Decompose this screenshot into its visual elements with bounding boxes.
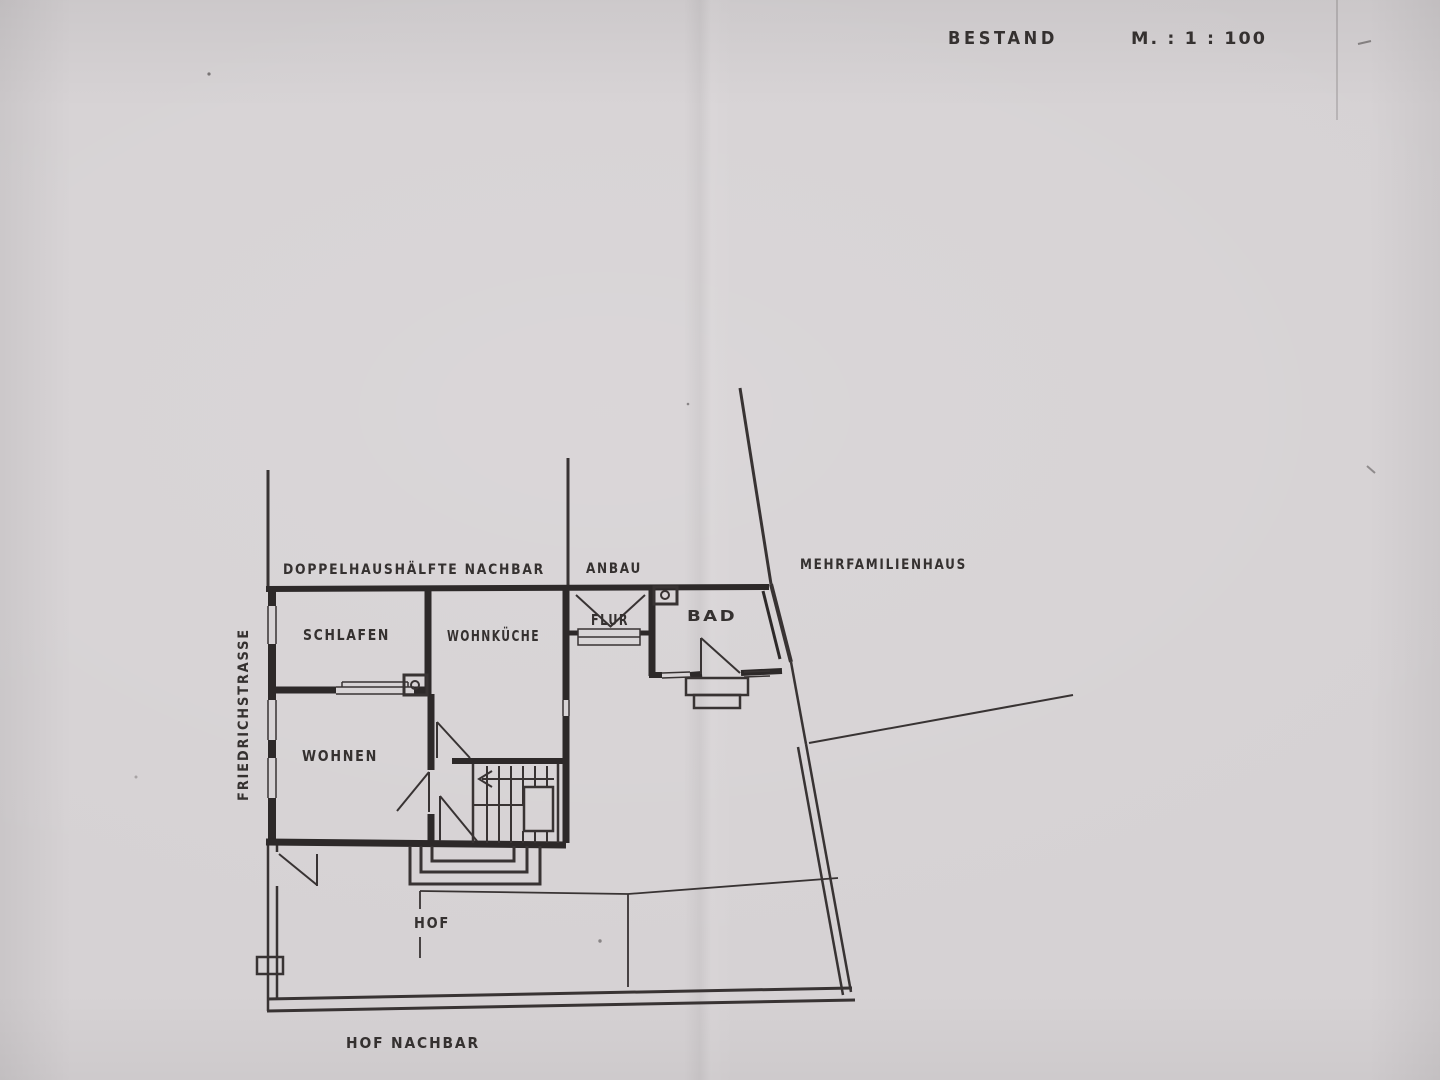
speck-6	[134, 775, 138, 779]
courtyard-east-wall-inner	[796, 746, 845, 996]
label-room-wohnen: WOHNEN	[302, 747, 378, 765]
label-courtyard-neighbor: HOF NACHBAR	[346, 1034, 480, 1052]
apartment-building-wall-line	[808, 694, 1074, 744]
entrance-step-middle	[419, 846, 529, 874]
hof-line-left	[419, 890, 629, 895]
windows	[267, 606, 771, 798]
bad-entry-steps	[684, 676, 750, 710]
label-apartment-building: MEHRFAMILIENHAUS	[800, 557, 967, 573]
plan-labels: BESTAND M. : 1 : 100 DOPPELHAUSHÄLFTE NA…	[236, 28, 1267, 1052]
label-room-flur: FLUR	[591, 611, 629, 629]
flur-door-right	[609, 594, 646, 628]
door-swings	[278, 594, 741, 886]
label-courtyard: HOF	[414, 914, 450, 932]
bad-step-outer	[684, 676, 750, 697]
bad-door-swing	[700, 637, 741, 674]
wohnen-door-swing	[396, 771, 430, 812]
courtyard-south-fence-inner	[266, 998, 856, 1013]
scan-artifacts	[134, 0, 1376, 943]
speck-5	[598, 939, 602, 943]
bad-slanted-inner-wall	[761, 590, 782, 660]
bad-window-right-a	[743, 670, 771, 673]
apartment-building-boundary	[738, 387, 773, 585]
schlafen-fixture-box	[402, 673, 429, 697]
stair-direction-arrowhead	[477, 770, 493, 788]
label-annex: ANBAU	[586, 561, 642, 577]
label-room-wohnkueche: WOHNKÜCHE	[447, 626, 540, 645]
south-house-wall	[265, 838, 567, 849]
speck-4	[686, 402, 690, 406]
entrance-step-inner	[430, 846, 516, 863]
staircase	[471, 764, 560, 843]
courtyard-east-wall-outer	[804, 743, 853, 993]
schlafen-fixture-circle-icon	[410, 680, 420, 690]
entrance-step-outer	[408, 846, 542, 886]
bad-window-left-a	[661, 671, 691, 674]
entrance-door-swing	[439, 795, 478, 842]
label-room-bad: BAD	[687, 607, 737, 625]
gate-post-foundation	[255, 955, 285, 976]
kitchen-hall-door-swing	[436, 721, 471, 759]
label-room-schlafen: SCHLAFEN	[303, 626, 390, 644]
drawing-title: BESTAND	[948, 28, 1058, 49]
stair-treads-upper	[486, 766, 548, 805]
courtyard-south-fence-outer	[266, 986, 853, 1001]
label-neighbor-house: DOPPELHAUSHÄLFTE NACHBAR	[283, 561, 545, 578]
flur-door-left	[575, 594, 612, 628]
hof-line-right	[627, 877, 839, 895]
stair-treads-lower	[486, 805, 548, 843]
speck-2	[1357, 40, 1372, 45]
boundary-below-bad	[789, 661, 808, 745]
label-street: FRIEDRICHSTRASSE	[236, 628, 252, 801]
north-party-wall	[265, 584, 770, 592]
courtyard-lines	[419, 877, 839, 987]
fixtures	[402, 585, 679, 697]
bad-step-inner	[692, 693, 742, 710]
drawing-scale: M. : 1 : 100	[1131, 29, 1267, 49]
stair-well	[522, 785, 555, 833]
speck-1	[207, 72, 211, 76]
bad-fixture-circle-icon	[660, 590, 670, 600]
speck-3	[1366, 465, 1376, 474]
entrance-steps	[408, 846, 542, 886]
bad-slanted-outer-wall	[769, 583, 793, 663]
courtyard-gate-swing	[278, 853, 318, 886]
bad-fixture-box	[652, 585, 679, 606]
bad-bottom-wall-b	[689, 671, 703, 678]
site-boundary-lines	[255, 387, 1074, 1013]
